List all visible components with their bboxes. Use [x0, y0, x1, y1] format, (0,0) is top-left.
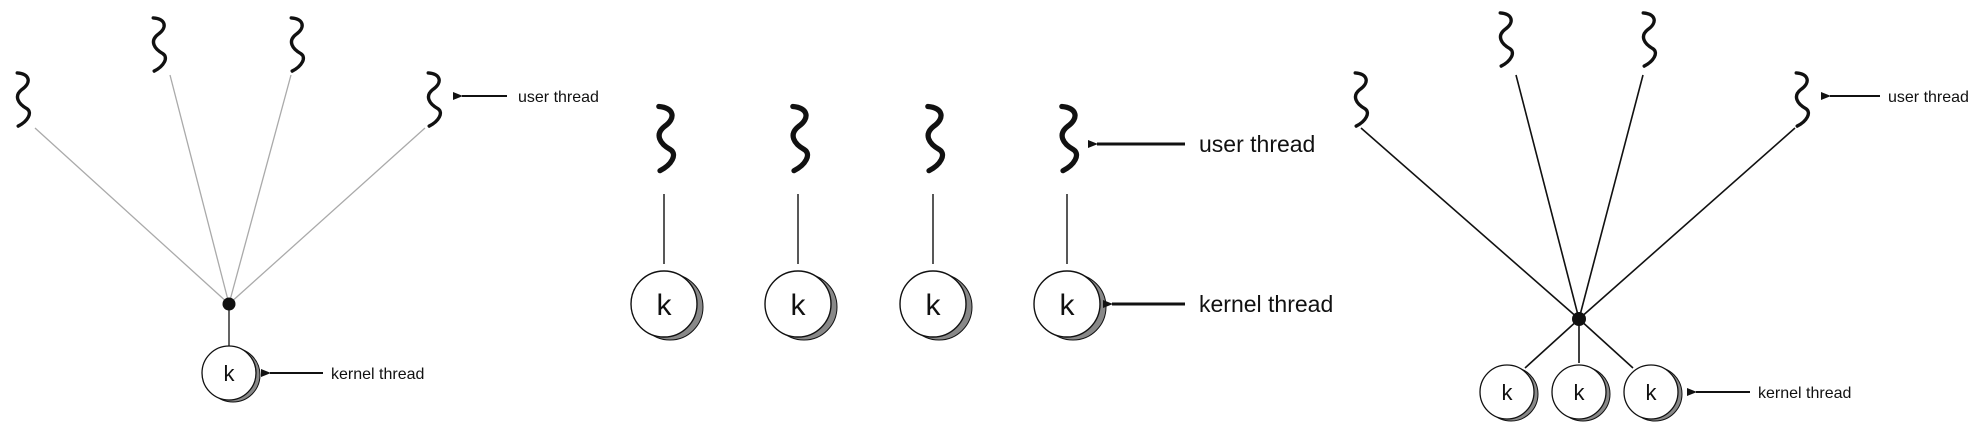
user-thread-label: user thread [518, 89, 599, 106]
one-to-one-pair: k [1033, 107, 1107, 341]
kernel-thread-label: kernel thread [1199, 291, 1333, 317]
many-to-many-user-threads [1353, 11, 1811, 128]
kernel-thread-circle [1479, 364, 1535, 420]
user-thread-icon [1794, 71, 1811, 128]
user-thread-icon [793, 107, 808, 171]
edge [1524, 318, 1580, 369]
edge [1578, 318, 1634, 369]
kernel-letter: k [791, 289, 807, 322]
user-thread-label: user thread [1888, 89, 1969, 106]
user-thread-icon [426, 71, 443, 128]
many-to-one-edges [34, 74, 426, 305]
user-thread-icon [659, 107, 674, 171]
edge [1578, 74, 1644, 320]
kernel-thread-label: kernel thread [331, 366, 424, 383]
one-to-one-pair: k [764, 107, 838, 341]
user-thread-icon [15, 71, 32, 128]
kernel-letter: k [1060, 289, 1076, 322]
many-to-one-model: k user thread kernel thread [15, 16, 599, 403]
kernel-thread-node: k [1479, 364, 1539, 422]
many-to-many-kernel-edges [1524, 318, 1634, 369]
kernel-thread-node: k [1551, 364, 1611, 422]
edge [1360, 127, 1580, 320]
one-to-one-pair: k [630, 107, 704, 341]
kernel-letter: k [657, 289, 673, 322]
kernel-thread-circle [630, 270, 698, 338]
kernel-thread-circle [1623, 364, 1679, 420]
kernel-thread-circle [764, 270, 832, 338]
kernel-letter: k [926, 289, 942, 322]
user-thread-icon [151, 16, 168, 73]
kernel-thread-label: kernel thread [1758, 385, 1851, 402]
edge [1515, 74, 1580, 320]
many-to-many-model: k k k user thread kernel thread [1353, 11, 1969, 422]
kernel-thread-circle [201, 345, 257, 401]
edge [228, 74, 292, 305]
kernel-thread-node: k [1623, 364, 1683, 422]
user-thread-icon [1062, 107, 1077, 171]
one-to-one-model: k k k k user thread kernel thread [630, 107, 1333, 341]
kernel-letter: k [1646, 380, 1658, 405]
kernel-thread-circle [1033, 270, 1101, 338]
edge [228, 127, 426, 305]
user-thread-label: user thread [1199, 131, 1315, 157]
kernel-letter: k [224, 361, 236, 386]
edge [169, 74, 230, 305]
kernel-thread-circle [899, 270, 967, 338]
user-thread-icon [1353, 71, 1370, 128]
edge [1578, 127, 1796, 320]
kernel-letter: k [1574, 380, 1586, 405]
user-thread-icon [1641, 11, 1658, 68]
user-thread-icon [289, 16, 306, 73]
many-to-one-user-threads [15, 16, 443, 128]
many-to-many-user-edges [1360, 74, 1796, 320]
kernel-thread-circle [1551, 364, 1607, 420]
kernel-thread-node: k [201, 345, 261, 403]
kernel-letter: k [1502, 380, 1514, 405]
edge [34, 127, 230, 305]
user-thread-icon [928, 107, 943, 171]
one-to-one-pair: k [899, 107, 973, 341]
user-thread-icon [1498, 11, 1515, 68]
